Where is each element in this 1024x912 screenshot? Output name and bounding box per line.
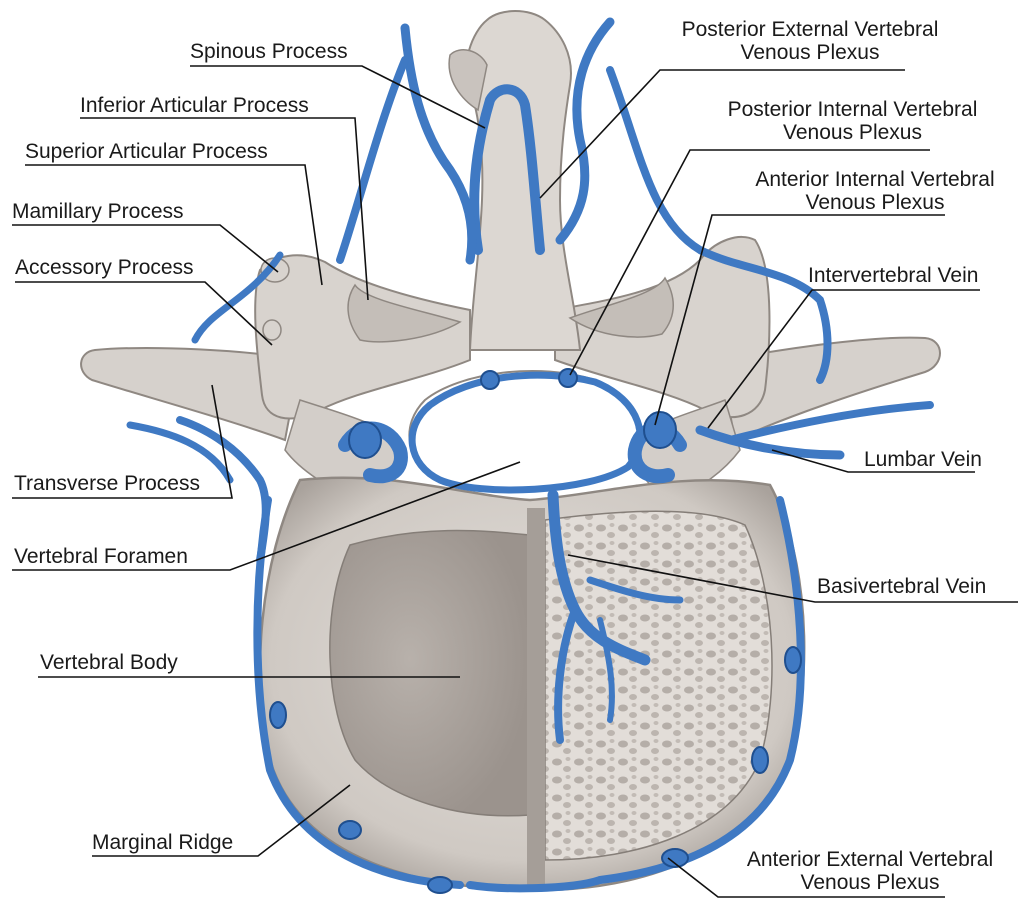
left-transverse-process — [80, 347, 302, 442]
vein-knots — [269, 411, 802, 894]
label-inferior-articular-process: Inferior Articular Process — [80, 94, 309, 117]
label-transverse-process: Transverse Process — [14, 472, 200, 495]
label-lumbar-vein: Lumbar Vein — [864, 448, 982, 471]
label-intervertebral-vein: Intervertebral Vein — [808, 264, 979, 287]
label-spinous-process: Spinous Process — [190, 40, 348, 63]
right-superior-articular-facet — [568, 276, 674, 338]
label-accessory-process: Accessory Process — [15, 256, 194, 279]
label-anterior-internal-plexus-line1: Anterior Internal Vertebral — [755, 168, 995, 191]
label-anterior-external-plexus: Anterior External Vertebral Venous Plexu… — [720, 848, 1020, 894]
midsagittal-cut — [527, 508, 545, 890]
label-posterior-external-plexus: Posterior External Vertebral Venous Plex… — [655, 18, 965, 64]
label-mamillary-process: Mamillary Process — [12, 200, 184, 223]
label-basivertebral-vein: Basivertebral Vein — [817, 575, 987, 598]
label-posterior-external-plexus-line1: Posterior External Vertebral — [681, 18, 939, 41]
label-posterior-external-plexus-line2: Venous Plexus — [740, 41, 880, 64]
label-anterior-external-plexus-line1: Anterior External Vertebral — [746, 848, 994, 871]
label-superior-articular-process: Superior Articular Process — [25, 140, 268, 163]
right-transverse-process — [718, 336, 941, 442]
label-vertebral-body: Vertebral Body — [40, 651, 178, 674]
label-posterior-internal-plexus-line1: Posterior Internal Vertebral — [727, 98, 978, 121]
leader-lines — [12, 65, 1018, 898]
label-vertebral-foramen: Vertebral Foramen — [14, 545, 188, 568]
label-anterior-internal-plexus-line2: Venous Plexus — [805, 191, 945, 214]
label-anterior-external-plexus-line2: Venous Plexus — [800, 871, 940, 894]
cancellous-bone-left — [329, 529, 531, 817]
left-superior-articular-facet — [347, 283, 462, 343]
label-posterior-internal-plexus: Posterior Internal Vertebral Venous Plex… — [700, 98, 1005, 144]
vertebral-body — [258, 369, 806, 892]
label-posterior-internal-plexus-line2: Venous Plexus — [783, 121, 922, 144]
label-anterior-internal-plexus: Anterior Internal Vertebral Venous Plexu… — [725, 168, 1024, 214]
label-marginal-ridge: Marginal Ridge — [92, 831, 234, 854]
cancellous-bone-right — [544, 510, 773, 861]
